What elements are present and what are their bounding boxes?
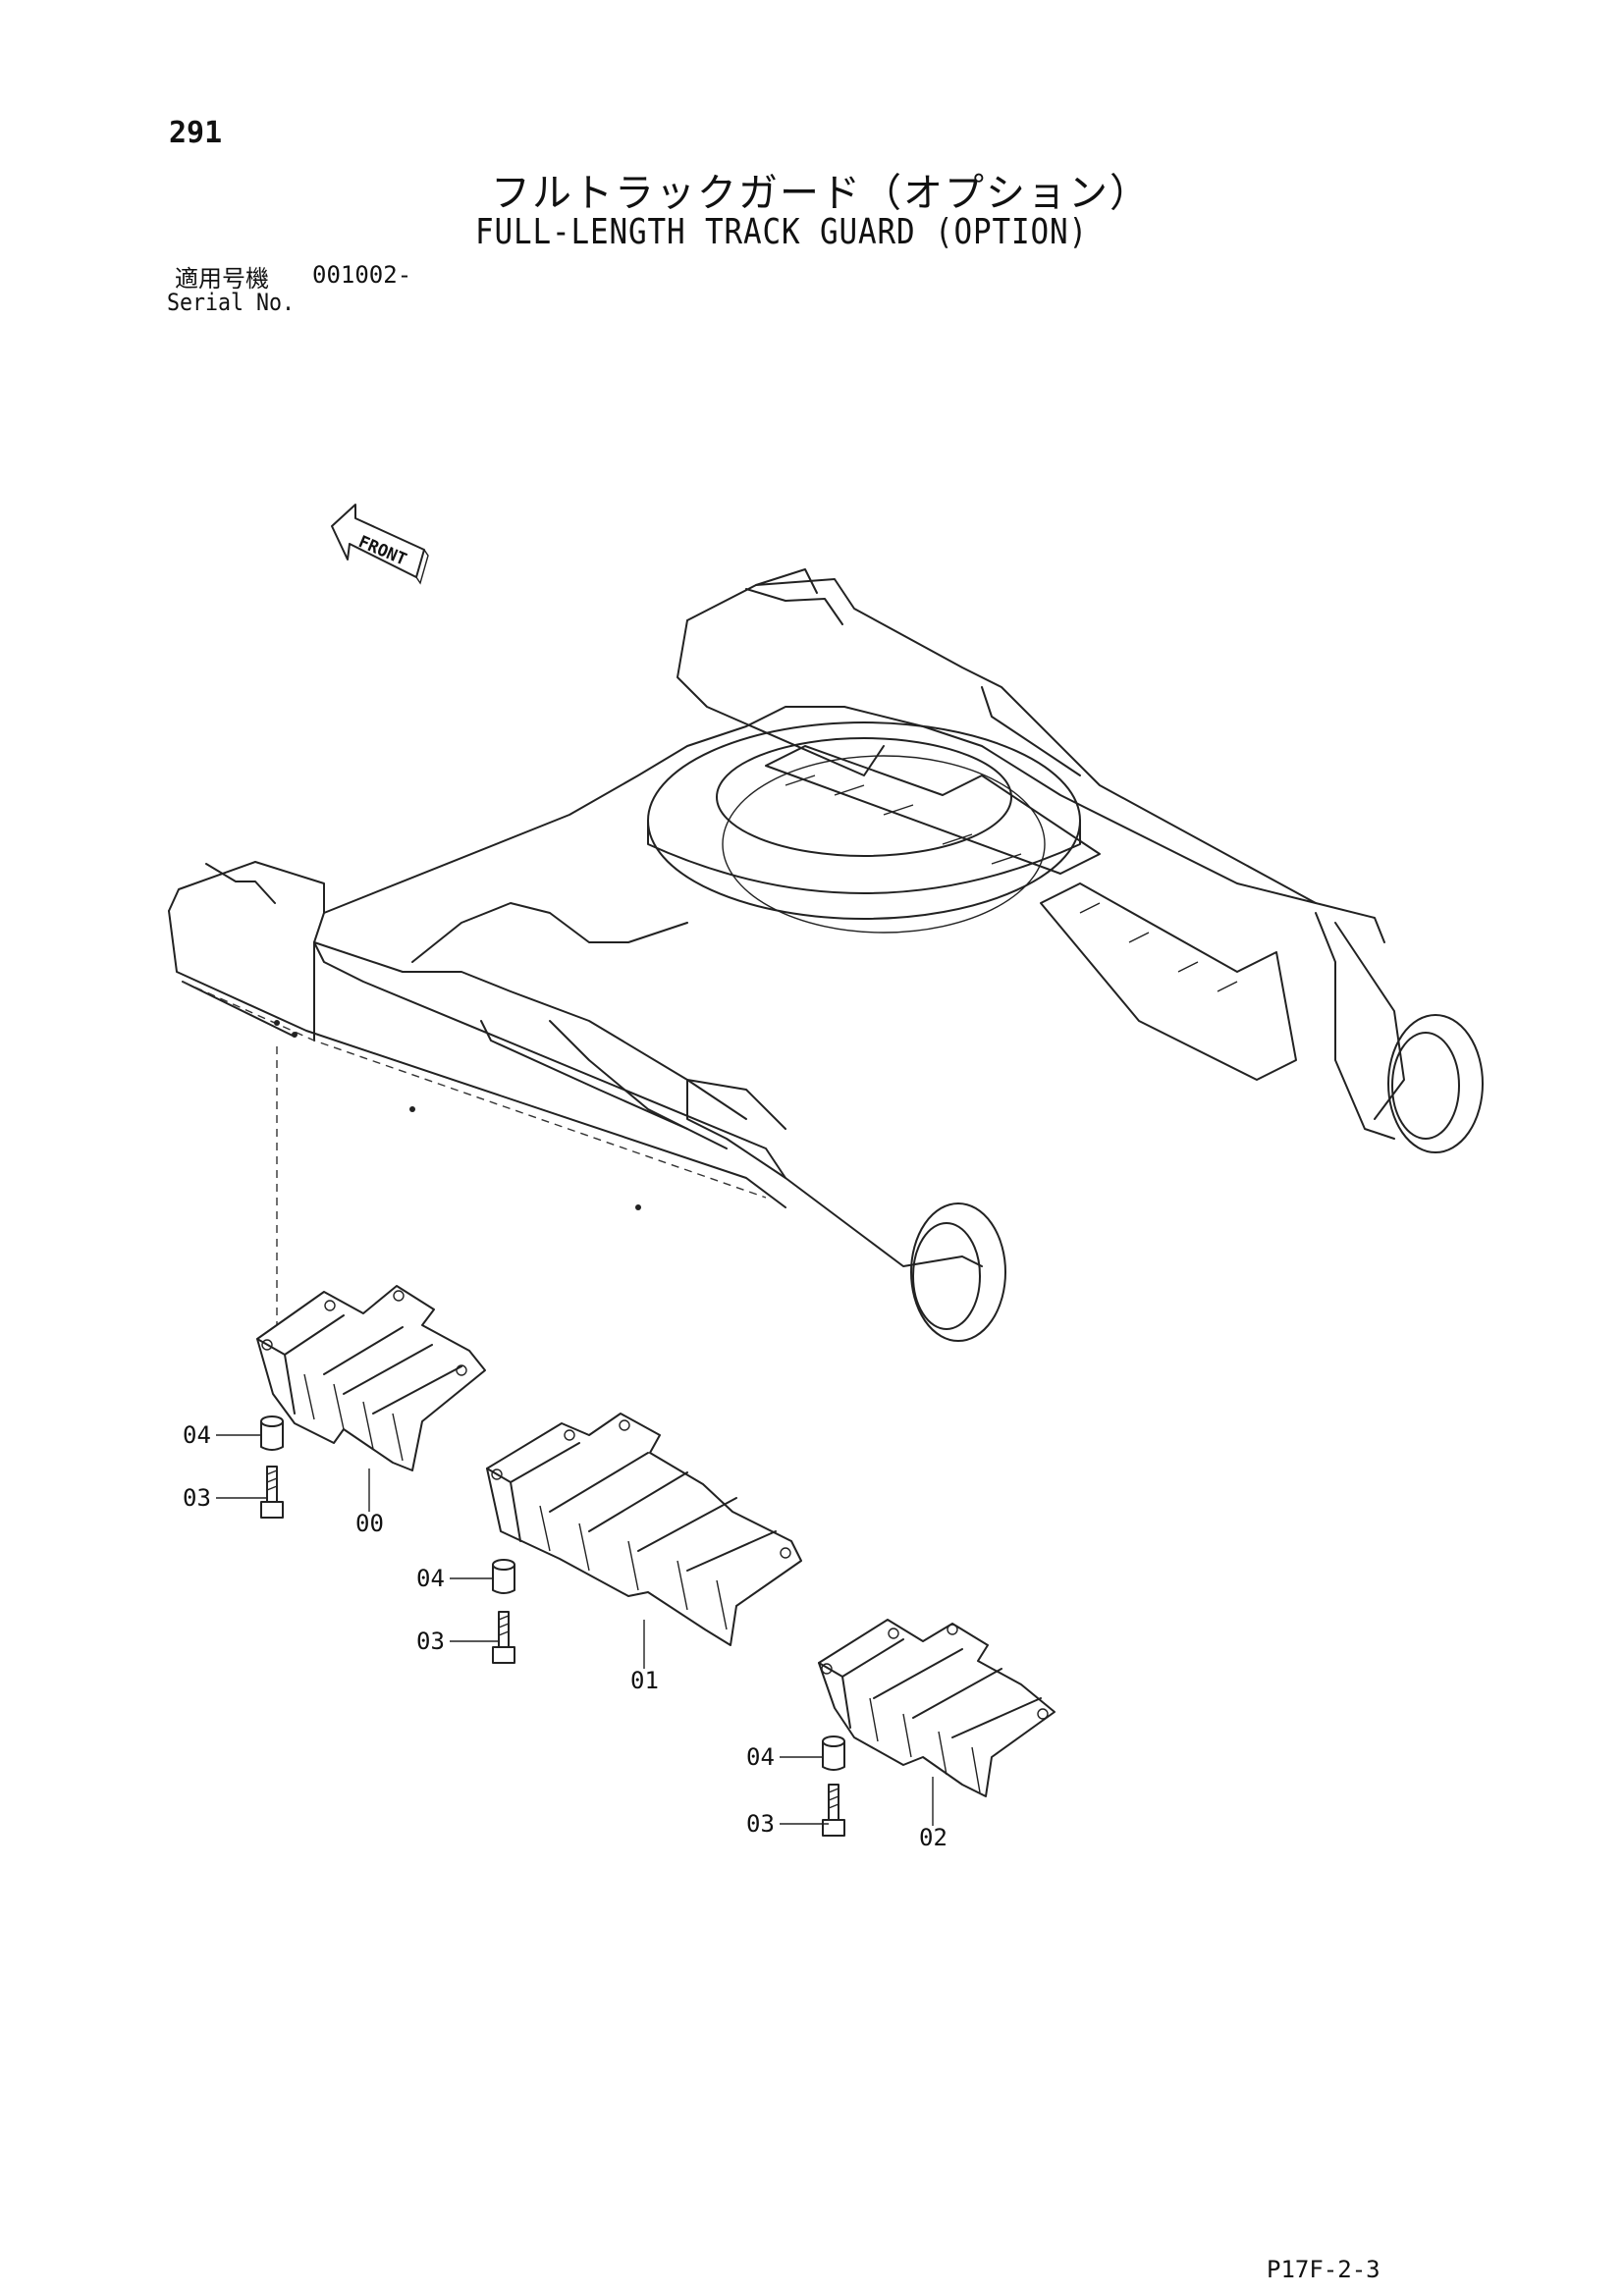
bolt-03-a-drawing: [260, 1466, 284, 1519]
page-title-japanese: フルトラックガード（オプション）: [491, 171, 1151, 216]
serial-number-value: 001002-: [312, 261, 412, 289]
callout-03-c: 03: [746, 1810, 775, 1838]
page-number: 291: [169, 116, 223, 150]
track-guard-01-drawing: [486, 1413, 802, 1646]
bolt-03-b-drawing: [492, 1611, 515, 1664]
serial-label-japanese: 適用号機: [175, 265, 269, 293]
callout-04-a: 04: [183, 1421, 211, 1449]
callout-02: 02: [919, 1824, 947, 1851]
callout-04-c: 04: [746, 1743, 775, 1771]
front-arrow-icon: FRONT: [331, 504, 429, 585]
spacer-04-c-drawing: [822, 1735, 845, 1771]
spacer-04-b-drawing: [492, 1559, 515, 1594]
page-code: P17F-2-3: [1267, 2256, 1380, 2283]
callout-03-b: 03: [416, 1628, 445, 1655]
callout-00: 00: [355, 1510, 384, 1537]
serial-label-english: Serial No.: [167, 289, 296, 316]
spacer-04-a-drawing: [260, 1415, 284, 1451]
page-title-english: FULL-LENGTH TRACK GUARD (OPTION): [475, 212, 1088, 252]
callout-01: 01: [630, 1667, 659, 1694]
callout-leaders: [216, 1434, 934, 1826]
callout-03-a: 03: [183, 1484, 211, 1512]
callout-04-b: 04: [416, 1565, 445, 1592]
bolt-03-c-drawing: [822, 1784, 845, 1837]
track-guard-00-drawing: [256, 1285, 486, 1471]
track-guard-02-drawing: [818, 1619, 1056, 1797]
track-frame-drawing: [168, 568, 1484, 1342]
